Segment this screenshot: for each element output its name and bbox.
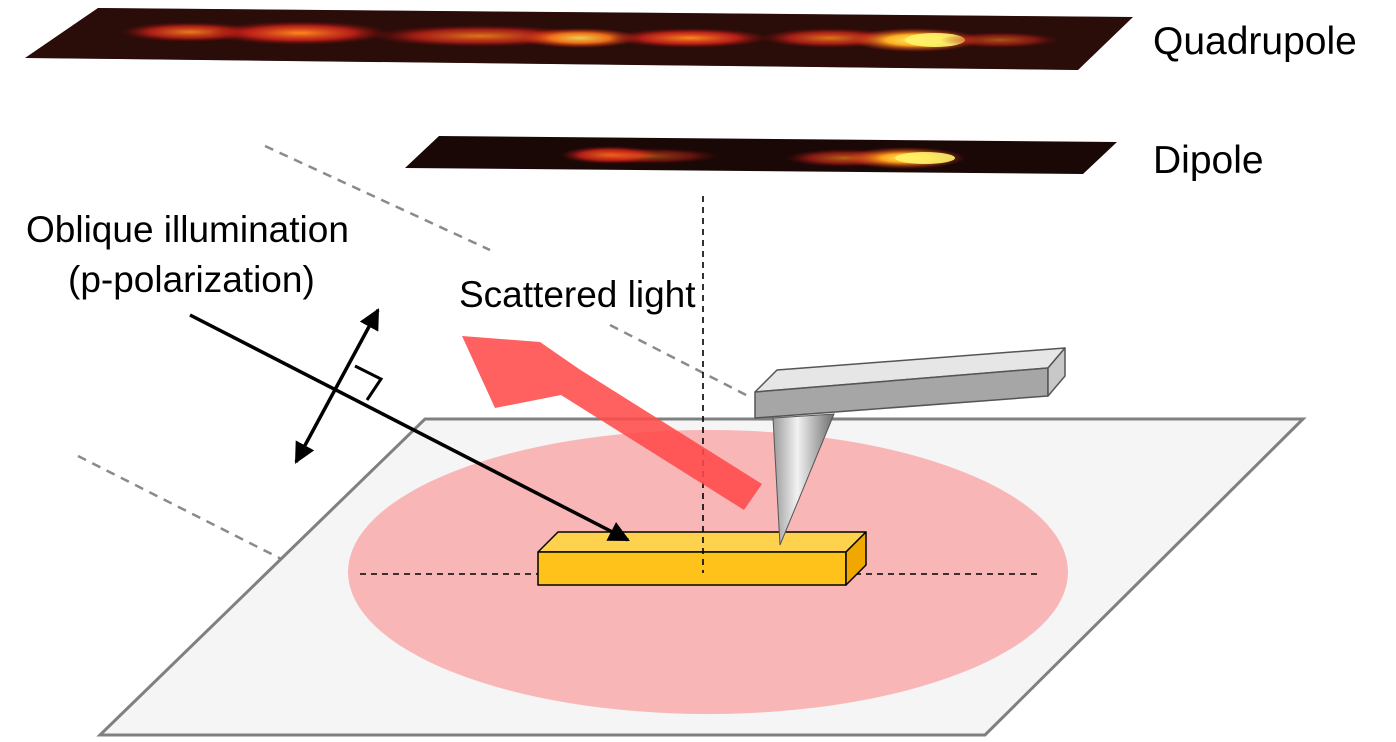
nanorod-front (537, 551, 847, 586)
upper-guide-line-lower (609, 323, 753, 400)
scattered-light-arrow (462, 336, 762, 510)
illumination-label-line2: (p-polarization) (68, 259, 315, 300)
scattered-light-label: Scattered light (459, 274, 696, 315)
dipole-map (405, 136, 1117, 174)
quadrupole-label: Quadrupole (1153, 20, 1357, 63)
polarization-arrow (294, 308, 380, 464)
nanorod-top (537, 531, 867, 553)
right-angle-mark (354, 364, 384, 401)
nanorod-end (845, 531, 867, 586)
afm-probe (754, 347, 1066, 546)
illumination-label-line1: Oblique illumination (26, 209, 349, 250)
gold-nanorod (537, 531, 867, 586)
illumination-arrow (189, 313, 630, 542)
cantilever-end (1047, 347, 1066, 397)
quadrupole-map (25, 8, 1133, 70)
dipole-label: Dipole (1153, 139, 1264, 182)
probe-tip (772, 413, 835, 546)
